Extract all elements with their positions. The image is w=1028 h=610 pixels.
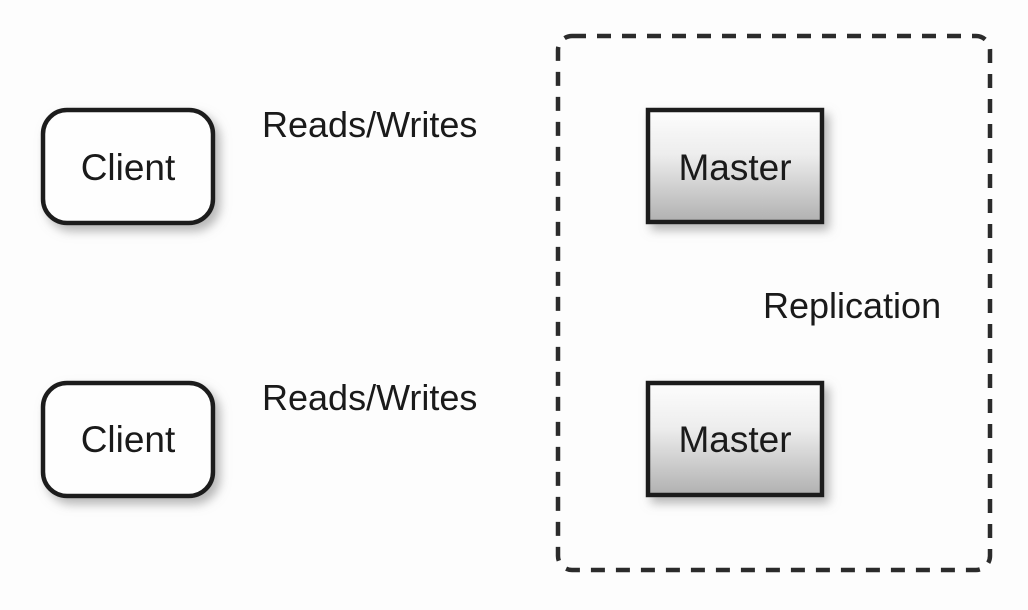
node-client-top[interactable] [40,107,216,226]
master-bottom-label: Master [678,419,791,460]
edge-label-reads-writes-top: Reads/Writes [262,104,477,145]
edge-label-replication: Replication [763,285,941,326]
client-bottom-label: Client [81,419,176,460]
client-top-shape [40,107,216,226]
node-master-top[interactable] [645,107,825,225]
client-bottom-shape [40,380,216,499]
replication-cluster-boundary [555,33,993,573]
edge-label-reads-writes-bottom: Reads/Writes [262,377,477,418]
client-top-label: Client [81,147,176,188]
master-bottom-shape [645,380,825,498]
master-top-label: Master [678,147,791,188]
node-client-bottom[interactable] [40,380,216,499]
master-top-shape [645,107,825,225]
node-master-bottom[interactable] [645,380,825,498]
